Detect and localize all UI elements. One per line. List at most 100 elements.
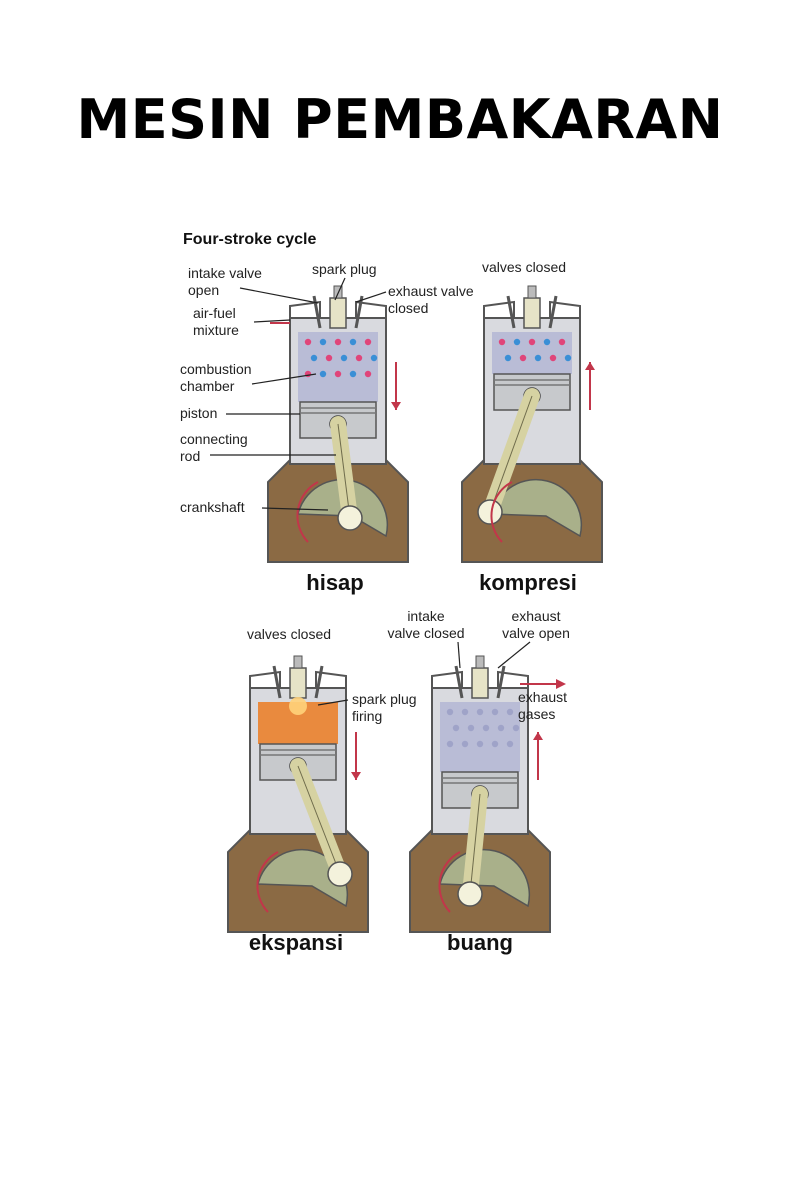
spark-flash [289,697,307,715]
label-stroke1-7-line: crankshaft [180,499,245,515]
fuel-particle [304,370,312,378]
spark-plug [523,297,541,329]
fuel-particle [446,740,454,748]
engine-stroke-4 [409,655,551,933]
spark-plug-terminal [475,655,485,669]
arrow-head [556,679,566,689]
cylinder-head [483,300,581,318]
leader-line [497,641,531,669]
leader-line [334,277,346,301]
fuel-particle [446,708,454,716]
label-stroke1-7: crankshaft [180,499,245,515]
spark-plug [289,667,307,699]
fuel-particle [319,370,327,378]
fuel-particle [558,338,566,346]
leader-line [317,699,349,706]
fuel-particle [349,338,357,346]
fuel-particle [355,354,363,362]
engine-stroke-3 [227,655,369,933]
stroke-caption-buang: buang [447,930,513,955]
cylinder-head [249,670,347,688]
arrow-head [533,732,543,740]
fuel-particle [564,354,572,362]
cylinder-head [289,300,387,318]
crankshaft-counterweight [257,848,349,908]
label-stroke3-1-line: firing [352,708,382,724]
label-stroke1-5: piston [180,405,217,421]
fuel-particle [519,354,527,362]
fuel-particle [549,354,557,362]
crank-rotation-arrow [490,481,513,543]
fuel-particle [476,740,484,748]
crank-rotation-arrow [438,851,461,913]
label-stroke1-2-line: closed [388,300,428,316]
fuel-particle [334,370,342,378]
fuel-particle [528,338,536,346]
label-stroke4-0-line: intake [407,608,445,624]
fuel-particle [467,724,475,732]
stroke-caption-hisap: hisap [306,570,363,595]
label-stroke1-5-line: piston [180,405,217,421]
leader-line [253,319,291,323]
diagram-heading: Four-stroke cycle [183,231,316,248]
crank-pin [477,499,503,525]
label-stroke1-1-line: spark plug [312,261,377,277]
exhaust-valve [354,295,364,329]
label-stroke1-4-line: chamber [180,378,235,394]
label-stroke4-1-line: valve open [502,625,570,641]
fuel-particle [506,708,514,716]
leader-line [251,373,317,385]
arrow-head [351,772,361,780]
label-stroke1-0-line: open [188,282,219,298]
leader-line [239,287,319,304]
exhaust-valve [314,665,324,699]
label-stroke3-1-line: spark plug [352,691,417,707]
connecting-rod-edge [337,423,351,519]
fuel-particle [364,338,372,346]
fuel-particle [506,740,514,748]
fuel-particle [319,338,327,346]
label-stroke1-4-line: combustion [180,361,252,377]
label-stroke1-6-line: connecting [180,431,248,447]
fuel-particle [482,724,490,732]
label-stroke4-0-line: valve closed [387,625,464,641]
leader-line [261,507,329,511]
spark-plug-terminal [527,285,537,299]
crank-pin [457,881,483,907]
fuel-particle [534,354,542,362]
exhaust-valve [548,295,558,329]
arrow-head [391,402,401,410]
fuel-particle [512,724,520,732]
fuel-particle [334,338,342,346]
label-stroke1-6-line: rod [180,448,200,464]
leader-line [355,291,387,303]
label-stroke2-0: valves closed [482,259,566,275]
crank-pin [327,861,353,887]
label-stroke3-0-line: valves closed [247,626,331,642]
arrow-head [585,362,595,370]
connecting-rod-edge [489,395,533,513]
fuel-particle [340,354,348,362]
intake-valve [506,295,516,329]
label-stroke4-2-line: gases [518,706,555,722]
connecting-rod-edge [469,793,481,895]
connecting-rod-edge [297,765,341,875]
label-stroke2-0-line: valves closed [482,259,566,275]
crankshaft-counterweight [439,848,531,908]
engine-stroke-2 [461,285,603,563]
fuel-particle [498,338,506,346]
leader-line [457,641,461,669]
fuel-particle [370,354,378,362]
fuel-particle [543,338,551,346]
fuel-particle [349,370,357,378]
engine-stroke-1 [267,285,409,563]
